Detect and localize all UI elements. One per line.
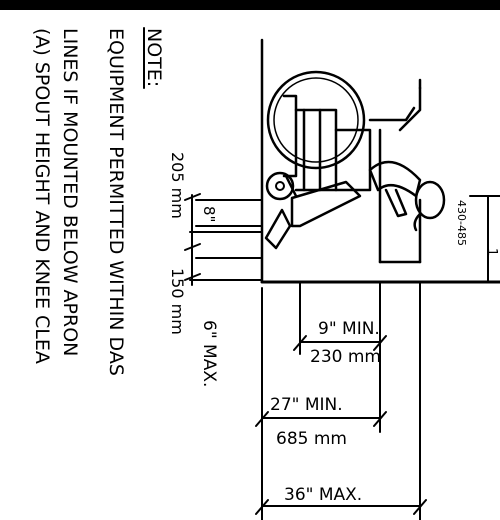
front-caster bbox=[265, 171, 295, 201]
wheelchair-figure bbox=[264, 70, 446, 250]
svg-text:1: 1 bbox=[484, 248, 499, 256]
apron-height-in-label: 1 bbox=[484, 248, 499, 256]
top-border-band bbox=[0, 0, 500, 10]
note-block: NOTE: EQUIPMENT PERMITTED WITHIN DAS LIN… bbox=[31, 27, 165, 376]
knee-clearance-in-label: 8" bbox=[200, 206, 218, 222]
svg-text:8": 8" bbox=[200, 206, 218, 222]
svg-text:6" MAX.: 6" MAX. bbox=[199, 320, 219, 387]
toe-depth-mm-label: 685 mm bbox=[276, 429, 347, 449]
note-line-3: (A) SPOUT HEIGHT AND KNEE CLEA bbox=[31, 28, 53, 364]
apron-height-mm-label: 430-485 bbox=[455, 200, 468, 246]
total-depth-mm-label: .... bbox=[318, 513, 333, 520]
note-line-1: EQUIPMENT PERMITTED WITHIN DAS bbox=[105, 28, 127, 376]
vertical-dimension-lines bbox=[184, 193, 263, 286]
knee-clearance-mm-label: 205 mm bbox=[168, 152, 187, 219]
svg-text:150 mm: 150 mm bbox=[168, 268, 187, 335]
toe-height-in-label: 6" MAX. bbox=[199, 320, 219, 387]
knee-depth-mm-label: 230 mm bbox=[310, 347, 381, 367]
toe-height-mm-label: 150 mm bbox=[168, 268, 187, 335]
note-line-2: LINES IF MOUNTED BELOW APRON bbox=[59, 28, 81, 356]
toe-depth-in-label: 27" MIN. bbox=[270, 395, 343, 415]
horizontal-dimension-lines bbox=[255, 281, 427, 520]
rear-wheel bbox=[266, 70, 366, 170]
knee-depth-in-label: 9" MIN. bbox=[318, 319, 380, 339]
total-depth-in-label: 36" MAX. bbox=[284, 485, 362, 505]
apron-height-dimension bbox=[469, 195, 500, 283]
head bbox=[414, 180, 446, 220]
svg-text:205 mm: 205 mm bbox=[168, 152, 187, 219]
note-heading: NOTE: bbox=[143, 28, 165, 87]
svg-text:430-485: 430-485 bbox=[455, 200, 468, 246]
